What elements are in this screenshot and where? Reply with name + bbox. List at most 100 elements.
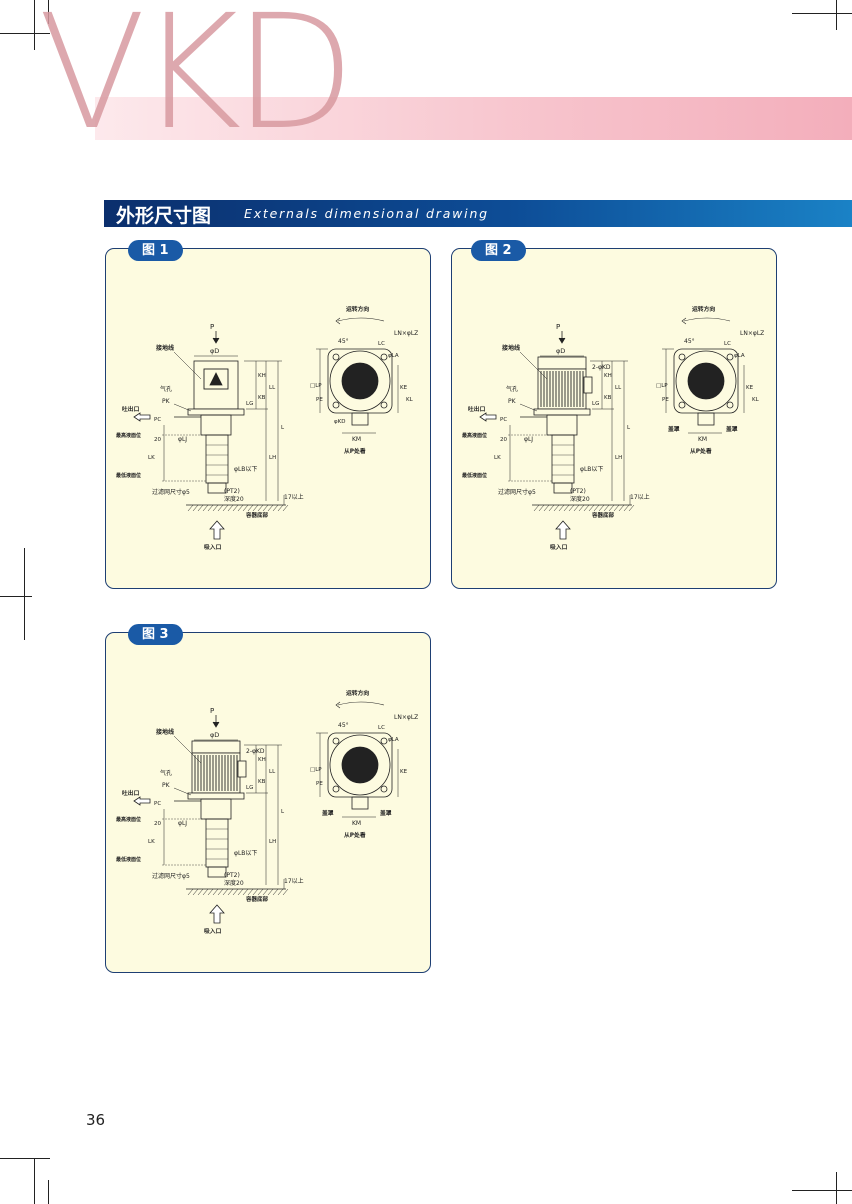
crop-mark (34, 0, 35, 50)
svg-text:LL: LL (615, 385, 622, 391)
svg-text:气孔: 气孔 (160, 385, 172, 393)
figure-3-drawing: P φD 接地线 气孔 (116, 689, 418, 935)
figure-2-panel (451, 248, 777, 589)
crop-mark (48, 0, 49, 24)
svg-text:□LP: □LP (310, 767, 322, 773)
svg-text:φLA: φLA (388, 737, 399, 743)
svg-text:接地线: 接地线 (155, 344, 174, 352)
svg-text:最低液面位: 最低液面位 (116, 472, 141, 479)
header-banner (95, 97, 852, 140)
svg-text:KE: KE (400, 769, 408, 775)
svg-text:气孔: 气孔 (160, 769, 172, 777)
svg-text:过滤网尺寸φ5: 过滤网尺寸φ5 (152, 488, 190, 496)
svg-text:盖罩: 盖罩 (322, 809, 334, 817)
svg-text:运转方向: 运转方向 (692, 305, 715, 313)
svg-text:过滤网尺寸φ5: 过滤网尺寸φ5 (498, 488, 536, 496)
svg-text:容器底部: 容器底部 (245, 511, 269, 519)
crop-mark (24, 548, 25, 640)
svg-text:吸入口: 吸入口 (204, 927, 222, 935)
section-title-cn: 外形尺寸图 (116, 205, 212, 227)
section-title-en: Externals dimensional drawing (244, 206, 489, 221)
svg-text:20: 20 (154, 821, 161, 827)
svg-text:运转方向: 运转方向 (346, 305, 369, 313)
svg-text:盖罩: 盖罩 (380, 809, 392, 817)
svg-text:KE: KE (746, 385, 754, 391)
crop-mark (792, 1190, 852, 1191)
svg-text:PC: PC (154, 801, 161, 807)
figure-1-tag: 图 1 (128, 240, 183, 261)
svg-text:KM: KM (698, 436, 707, 443)
brand-logo: VKD (38, 0, 355, 165)
pump-side-view: P φD 接地线 气孔 (462, 323, 650, 551)
svg-text:LL: LL (269, 385, 276, 391)
svg-text:最高液面位: 最高液面位 (116, 432, 141, 439)
svg-text:KH: KH (604, 373, 612, 379)
svg-text:φD: φD (210, 347, 219, 355)
svg-text:20: 20 (154, 437, 161, 443)
svg-text:□LP: □LP (310, 383, 322, 389)
svg-text:KB: KB (258, 779, 266, 785)
svg-text:PE: PE (316, 781, 323, 787)
crop-mark (836, 0, 837, 30)
svg-text:LG: LG (246, 401, 253, 407)
svg-text:LL: LL (269, 769, 276, 775)
figure-3-panel (105, 632, 431, 973)
svg-text:PE: PE (316, 397, 323, 403)
svg-text:最低液面位: 最低液面位 (462, 472, 487, 479)
svg-text:气孔: 气孔 (506, 385, 518, 393)
svg-text:□LP: □LP (656, 383, 668, 389)
svg-text:吸入口: 吸入口 (204, 543, 222, 551)
svg-text:LG: LG (246, 785, 253, 791)
svg-text:LH: LH (269, 839, 276, 845)
svg-text:45°: 45° (338, 338, 349, 345)
svg-text:17以上: 17以上 (284, 877, 304, 885)
svg-text:吸入口: 吸入口 (550, 543, 568, 551)
svg-text:φD: φD (210, 731, 219, 739)
svg-text:KH: KH (258, 757, 266, 763)
svg-text:(PT2): (PT2) (224, 872, 240, 879)
page-number: 36 (86, 1111, 106, 1129)
svg-text:从P处看: 从P处看 (344, 447, 366, 455)
svg-text:P: P (556, 323, 560, 331)
svg-text:17以上: 17以上 (630, 493, 650, 501)
crop-mark (34, 1158, 35, 1204)
svg-text:φLJ: φLJ (524, 436, 533, 443)
svg-text:LC: LC (378, 725, 385, 731)
svg-text:L: L (627, 425, 631, 431)
svg-text:KE: KE (400, 385, 408, 391)
svg-text:PE: PE (662, 397, 669, 403)
svg-text:20: 20 (500, 437, 507, 443)
svg-text:吐出口: 吐出口 (122, 405, 140, 413)
svg-text:KB: KB (258, 395, 266, 401)
svg-text:L: L (281, 425, 285, 431)
figure-1-panel (105, 248, 431, 589)
svg-text:(PT2): (PT2) (570, 488, 586, 495)
svg-text:深度20: 深度20 (570, 495, 590, 503)
figure-1-drawing: P φD 接地线 气孔 (116, 305, 418, 551)
svg-text:KM: KM (352, 436, 361, 443)
svg-text:P: P (210, 323, 214, 331)
svg-text:45°: 45° (684, 338, 695, 345)
svg-text:LH: LH (269, 455, 276, 461)
svg-text:盖罩: 盖罩 (726, 425, 738, 433)
svg-text:容器底部: 容器底部 (591, 511, 615, 519)
svg-text:(PT2): (PT2) (224, 488, 240, 495)
svg-text:吐出口: 吐出口 (468, 405, 486, 413)
svg-text:KL: KL (406, 397, 414, 403)
svg-text:φLA: φLA (388, 353, 399, 359)
svg-text:φLB以下: φLB以下 (580, 466, 603, 473)
svg-text:2-φKD: 2-φKD (246, 748, 265, 755)
svg-text:LK: LK (148, 455, 155, 461)
svg-text:φLB以下: φLB以下 (234, 466, 257, 473)
svg-text:P: P (210, 707, 214, 715)
pump-side-view: P φD 接地线 气孔 (116, 707, 304, 935)
svg-text:KB: KB (604, 395, 612, 401)
section-title-bar: 外形尺寸图 Externals dimensional drawing (104, 200, 852, 227)
pump-side-view: P φD 接地线 气孔 (116, 323, 304, 551)
svg-text:φLJ: φLJ (178, 436, 187, 443)
crop-mark (48, 1180, 49, 1204)
crop-mark (792, 13, 852, 14)
svg-text:LC: LC (378, 341, 385, 347)
svg-text:PK: PK (162, 398, 171, 405)
crop-mark (0, 1158, 50, 1159)
